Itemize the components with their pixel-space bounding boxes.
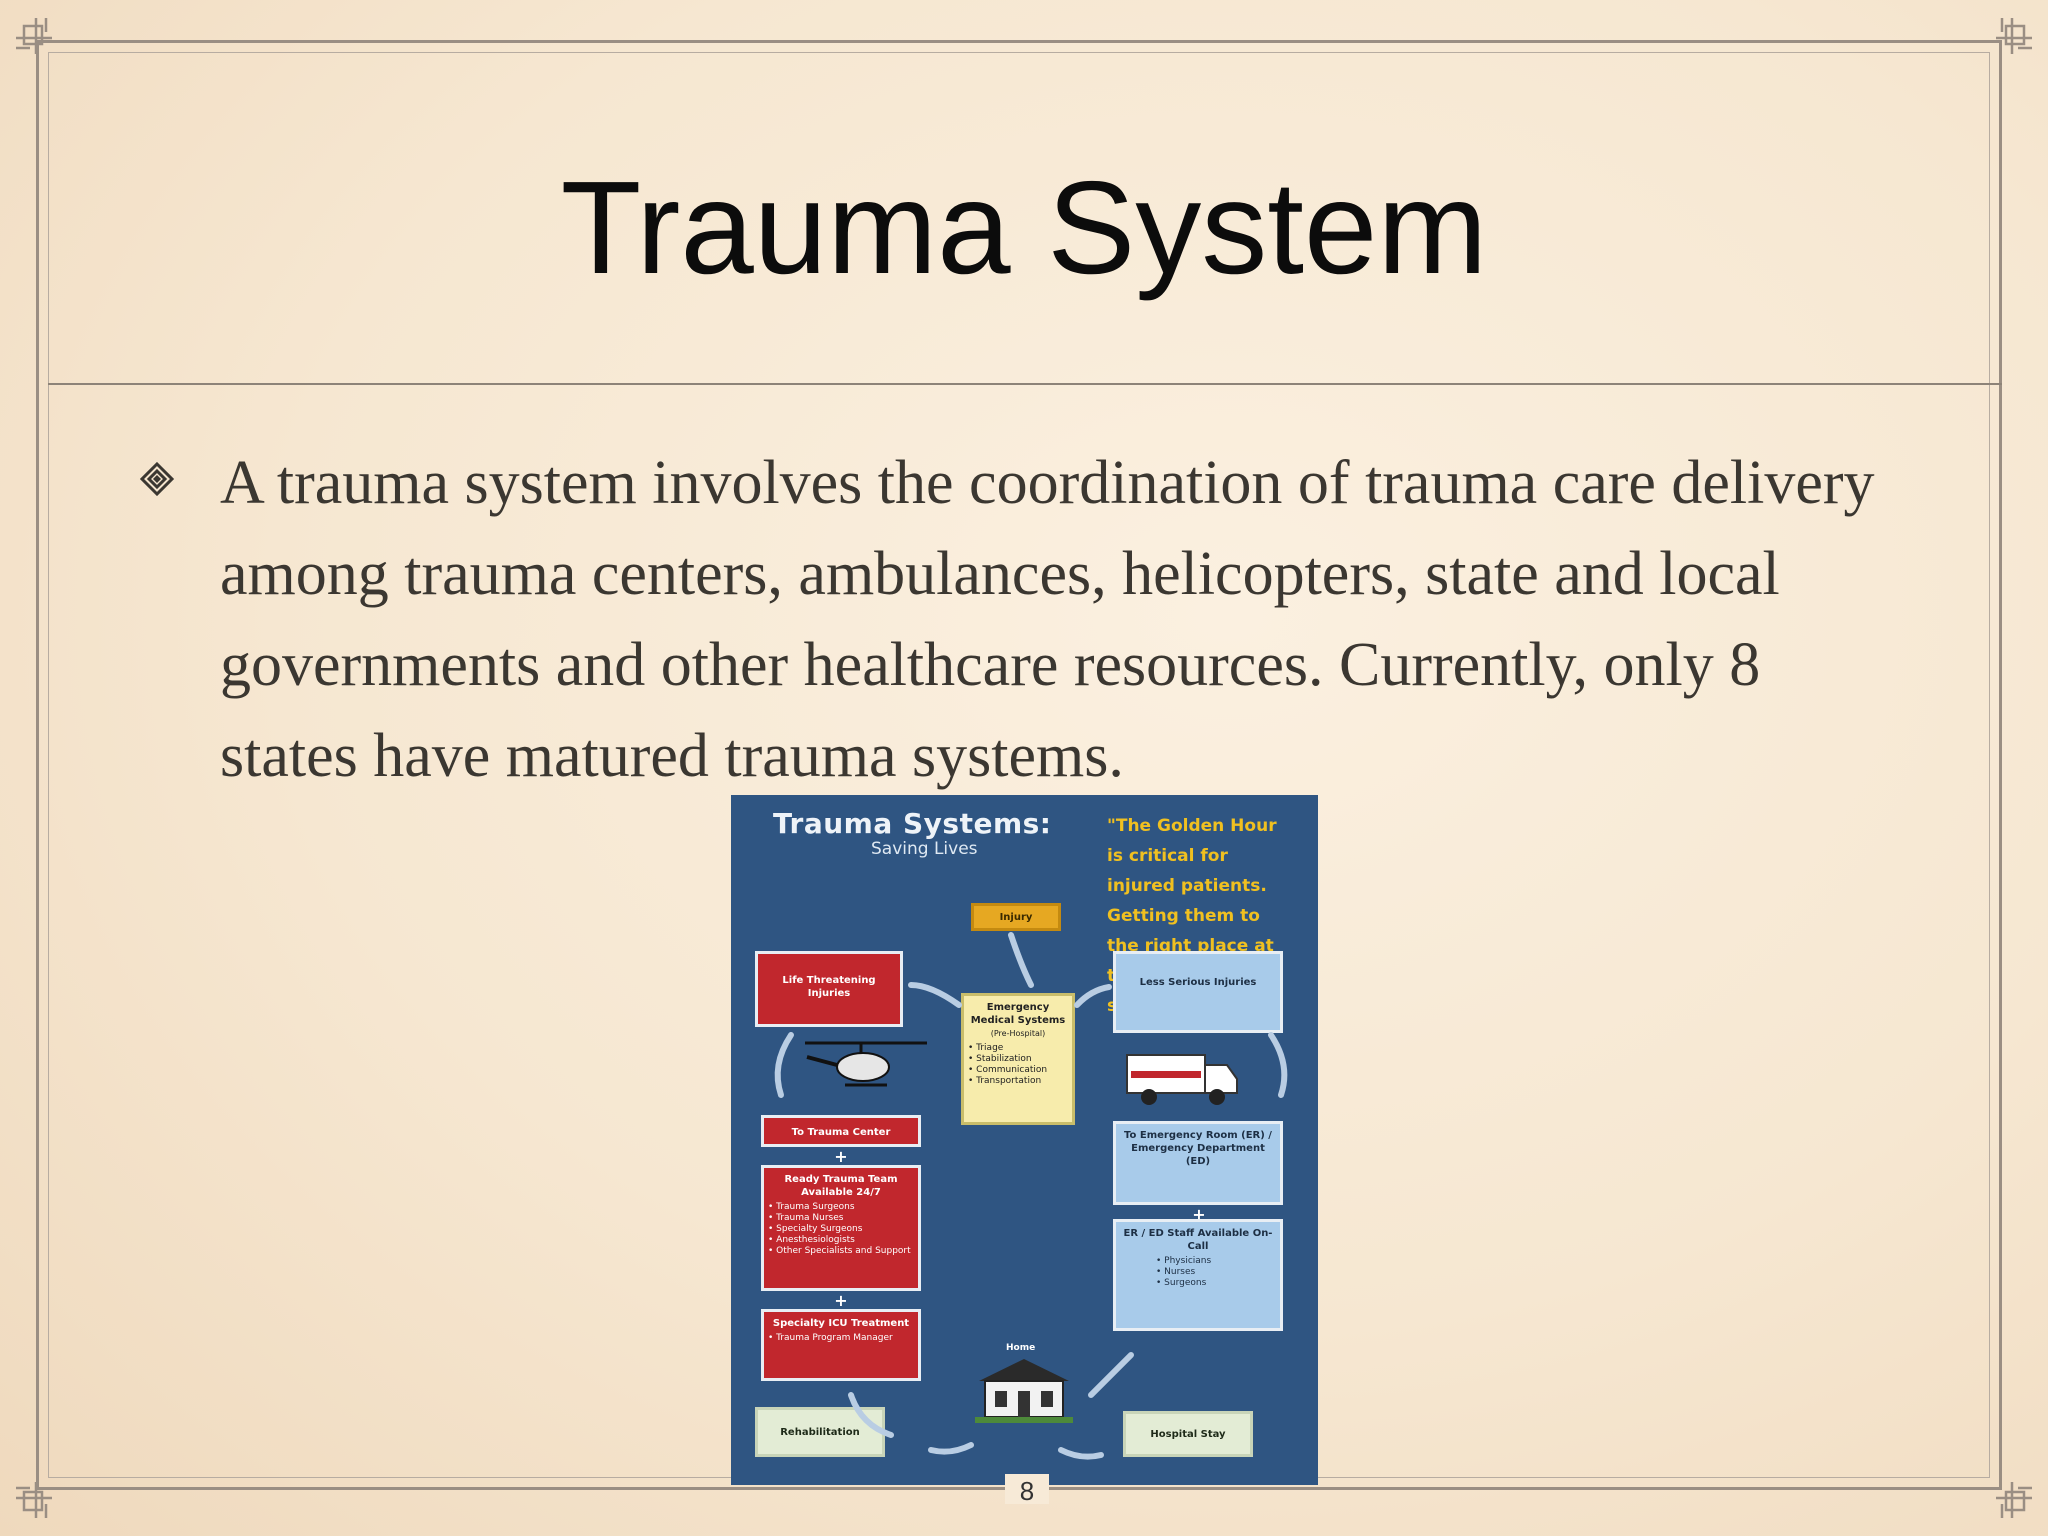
slide-title: Trauma System [560,154,1488,301]
to-er-box: To Emergency Room (ER) / Emergency Depar… [1113,1121,1283,1205]
icu-item: • Trauma Program Manager [768,1333,893,1343]
ems-box: Emergency Medical Systems (Pre-Hospital)… [961,993,1075,1125]
bullet-text: A trauma system involves the coordinatio… [220,449,1875,790]
title-divider [48,383,2002,385]
page-number: 8 [1005,1474,1049,1506]
ems-item: • Communication [968,1065,1048,1075]
corner-ornament-icon [1984,14,2036,66]
rehabilitation-box: Rehabilitation [755,1407,885,1457]
ems-item: • Triage [968,1043,1004,1053]
icu-title: Specialty ICU Treatment [772,1318,910,1329]
hospital-stay-box: Hospital Stay [1123,1411,1253,1457]
ready-team-item: • Other Specialists and Support [768,1246,911,1256]
infographic-subtitle: Saving Lives [871,839,978,859]
ready-team-item: • Trauma Surgeons [768,1202,855,1212]
flow-arrows [774,932,1288,1460]
helicopter-icon [805,1041,927,1087]
corner-ornament-icon [1984,1470,2036,1522]
ready-team-title: Ready Trauma Team Available 24/7 [784,1174,898,1198]
infographic-title: Trauma Systems: [773,807,1052,840]
plus-icon: + [834,1147,848,1166]
diamond-bullet-icon [139,461,175,497]
er-staff-box: ER / ED Staff Available On-Call • Physic… [1113,1219,1283,1331]
er-staff-item: • Physicians [1156,1256,1212,1266]
ready-team-box: Ready Trauma Team Available 24/7 • Traum… [761,1165,921,1291]
home-label: Home [1006,1343,1036,1353]
ems-subtitle: (Pre-Hospital) [990,1029,1046,1038]
ready-team-item: • Specialty Surgeons [768,1224,863,1234]
er-staff-title: ER / ED Staff Available On-Call [1123,1228,1273,1252]
ready-team-item: • Trauma Nurses [768,1213,844,1223]
ems-item: • Stabilization [968,1054,1032,1064]
plus-icon: + [834,1291,848,1310]
ems-title: Emergency Medical Systems [970,1002,1066,1026]
trauma-systems-infographic: Trauma Systems: Saving Lives "The Golden… [731,795,1318,1485]
injury-box: Injury [971,903,1061,931]
icu-box: Specialty ICU Treatment • Trauma Program… [761,1309,921,1381]
ready-team-item: • Anesthesiologists [768,1235,855,1245]
corner-ornament-icon [12,1470,64,1522]
er-staff-item: • Surgeons [1156,1278,1207,1288]
ambulance-icon [1126,1054,1238,1105]
less-serious-box: Less Serious Injuries [1113,951,1283,1033]
corner-ornament-icon [12,14,64,66]
life-threatening-box: Life Threatening Injuries [755,951,903,1027]
ems-item: • Transportation [968,1076,1042,1086]
bullet-item: A trauma system involves the coordinatio… [139,438,1900,802]
er-staff-item: • Nurses [1156,1267,1196,1277]
house-icon [975,1359,1073,1423]
to-trauma-center-box: To Trauma Center [761,1115,921,1147]
